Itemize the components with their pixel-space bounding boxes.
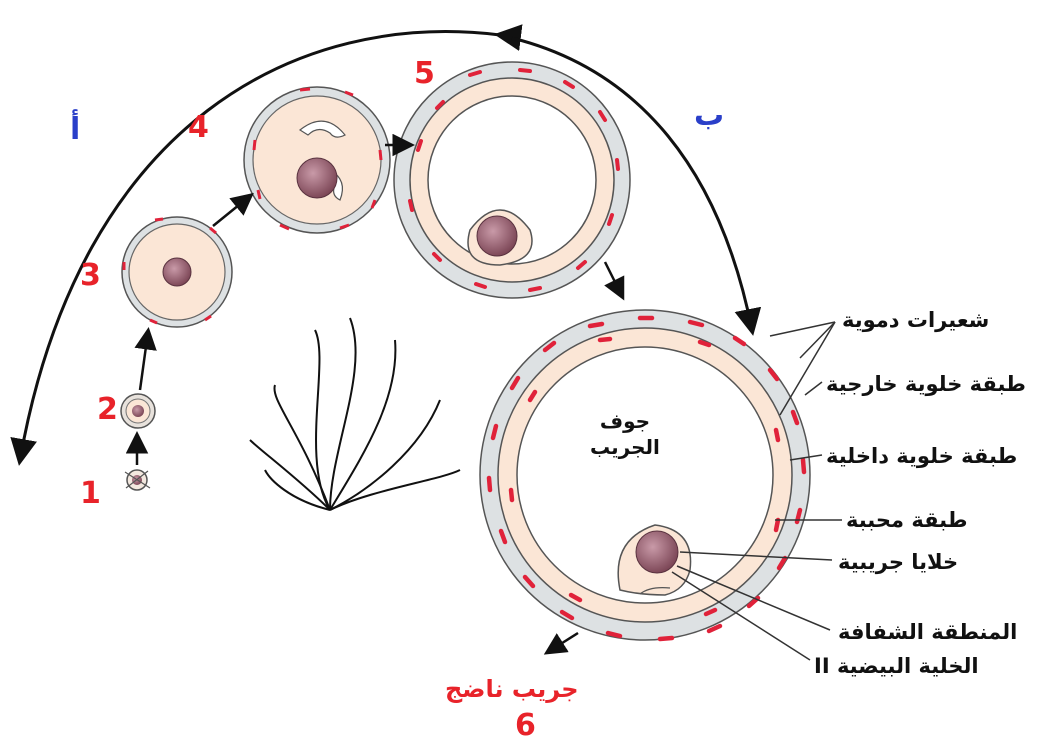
label-oocyte-ii: الخلية البيضية II: [814, 654, 979, 678]
label-theca-externa: طبقة خلوية خارجية: [826, 372, 1026, 396]
stage-number-4: 4: [188, 110, 209, 145]
label-zona-pellucida: المنطقة الشفافة: [838, 620, 1017, 644]
path-label-b: ب: [694, 98, 724, 133]
label-capillaries: شعيرات دموية: [842, 308, 989, 332]
label-cumulus-cells: خلايا جريبية: [838, 550, 958, 574]
stage-5-follicle: [394, 62, 630, 298]
stage-number-5: 5: [414, 56, 435, 91]
label-granulosa: طبقة محببة: [846, 508, 968, 532]
path-label-a: أ: [70, 112, 80, 147]
cavity-label-line-2: الجريب: [590, 434, 660, 460]
stage-number-6: 6: [515, 708, 536, 743]
arrow-2-3: [140, 332, 148, 390]
stage-4-follicle: [244, 87, 390, 233]
arrow-ovulation: [548, 633, 578, 652]
stage-number-3: 3: [80, 258, 101, 293]
stage-3-follicle: [122, 217, 232, 327]
arrow-3-4: [213, 196, 250, 226]
stage-number-2: 2: [97, 392, 118, 427]
stage-1-follicle: [125, 470, 150, 490]
atretic-follicles: [250, 318, 460, 510]
leader-theca-externa: [805, 382, 822, 395]
stage-6-follicle: [480, 310, 810, 640]
stage-number-1: 1: [80, 476, 101, 511]
cavity-label: جوف الجريب: [590, 408, 660, 460]
stage-2-follicle: [121, 394, 155, 428]
arrow-5-6: [605, 262, 622, 296]
leader-capillaries: [770, 322, 835, 336]
label-theca-interna: طبقة خلوية داخلية: [826, 444, 1017, 468]
mature-follicle-label: جريب ناضج: [445, 675, 579, 703]
cavity-label-line-1: جوف: [590, 408, 660, 434]
